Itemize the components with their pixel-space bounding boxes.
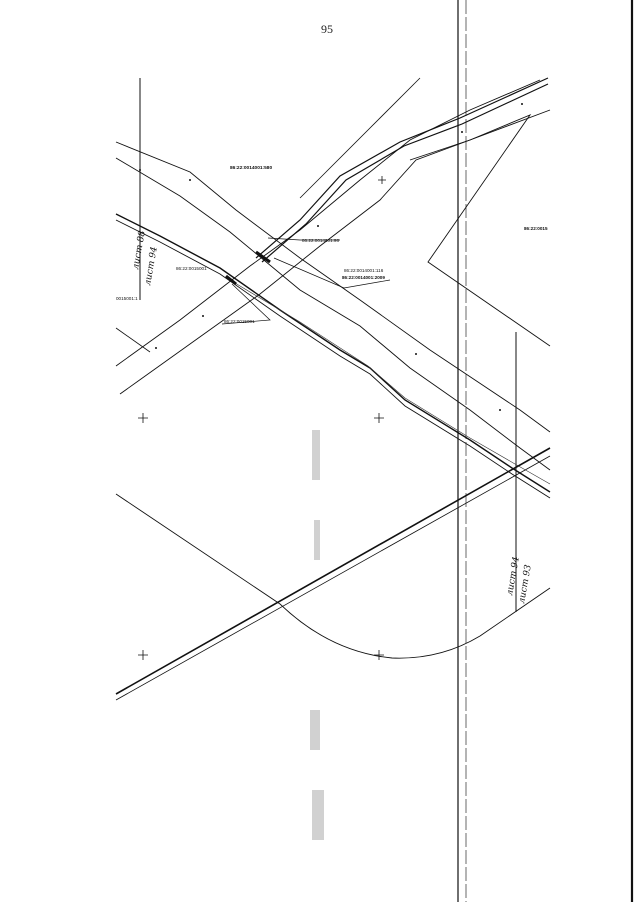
- lower-road-1: [115, 447, 551, 695]
- callout-leader-1: [267, 237, 340, 241]
- parcel-label-top: 86:22:0014001:580: [230, 165, 272, 171]
- cross-road-edge-3: [255, 77, 549, 259]
- parcel-boundary-curve: [115, 493, 551, 659]
- cross-road-edge-1: [115, 79, 541, 367]
- junction-segment-2: [255, 250, 271, 264]
- parcel-label-right-callout-1: 86:22:0014001:116: [344, 268, 384, 273]
- parcel-label-far-left: 0015001:1: [116, 296, 138, 301]
- callout-leader-3: [221, 283, 271, 325]
- road-center-3: [229, 279, 551, 485]
- junction-segment-1: [115, 327, 151, 353]
- parcel-label-lower-callout: 86:22:0015001: [224, 319, 255, 324]
- parcel-label-mid-callout: 86:22:0014001:98: [302, 238, 339, 243]
- cross-road-edge-2: [119, 109, 551, 395]
- parcel-label-right: 86:22:0015: [524, 226, 548, 231]
- lower-road-2: [115, 455, 551, 701]
- parcel-label-middle-left: 86:22:0015001: [176, 266, 207, 271]
- vertex-points: [139, 103, 523, 411]
- road-center-2: [115, 219, 551, 499]
- right-parcel-boundary: [409, 113, 551, 347]
- grid-marks: [138, 176, 386, 660]
- road-center-1: [115, 213, 551, 493]
- scan-noise: [310, 430, 324, 840]
- road-edge-lower: [115, 157, 551, 471]
- junction-segment-3: [225, 274, 237, 286]
- sheet-label-left-lower: лист 94: [143, 246, 160, 287]
- parcel-label-right-callout-2: 86:22:0014001:2009: [342, 275, 385, 280]
- page-number: 95: [321, 22, 333, 36]
- cross-road-edge-5: [299, 77, 421, 199]
- road-edge-upper: [115, 141, 551, 433]
- callout-leader-2: [273, 257, 391, 289]
- cross-road-edge-4: [261, 83, 549, 263]
- sheet-label-left-upper: лист 88: [131, 230, 148, 271]
